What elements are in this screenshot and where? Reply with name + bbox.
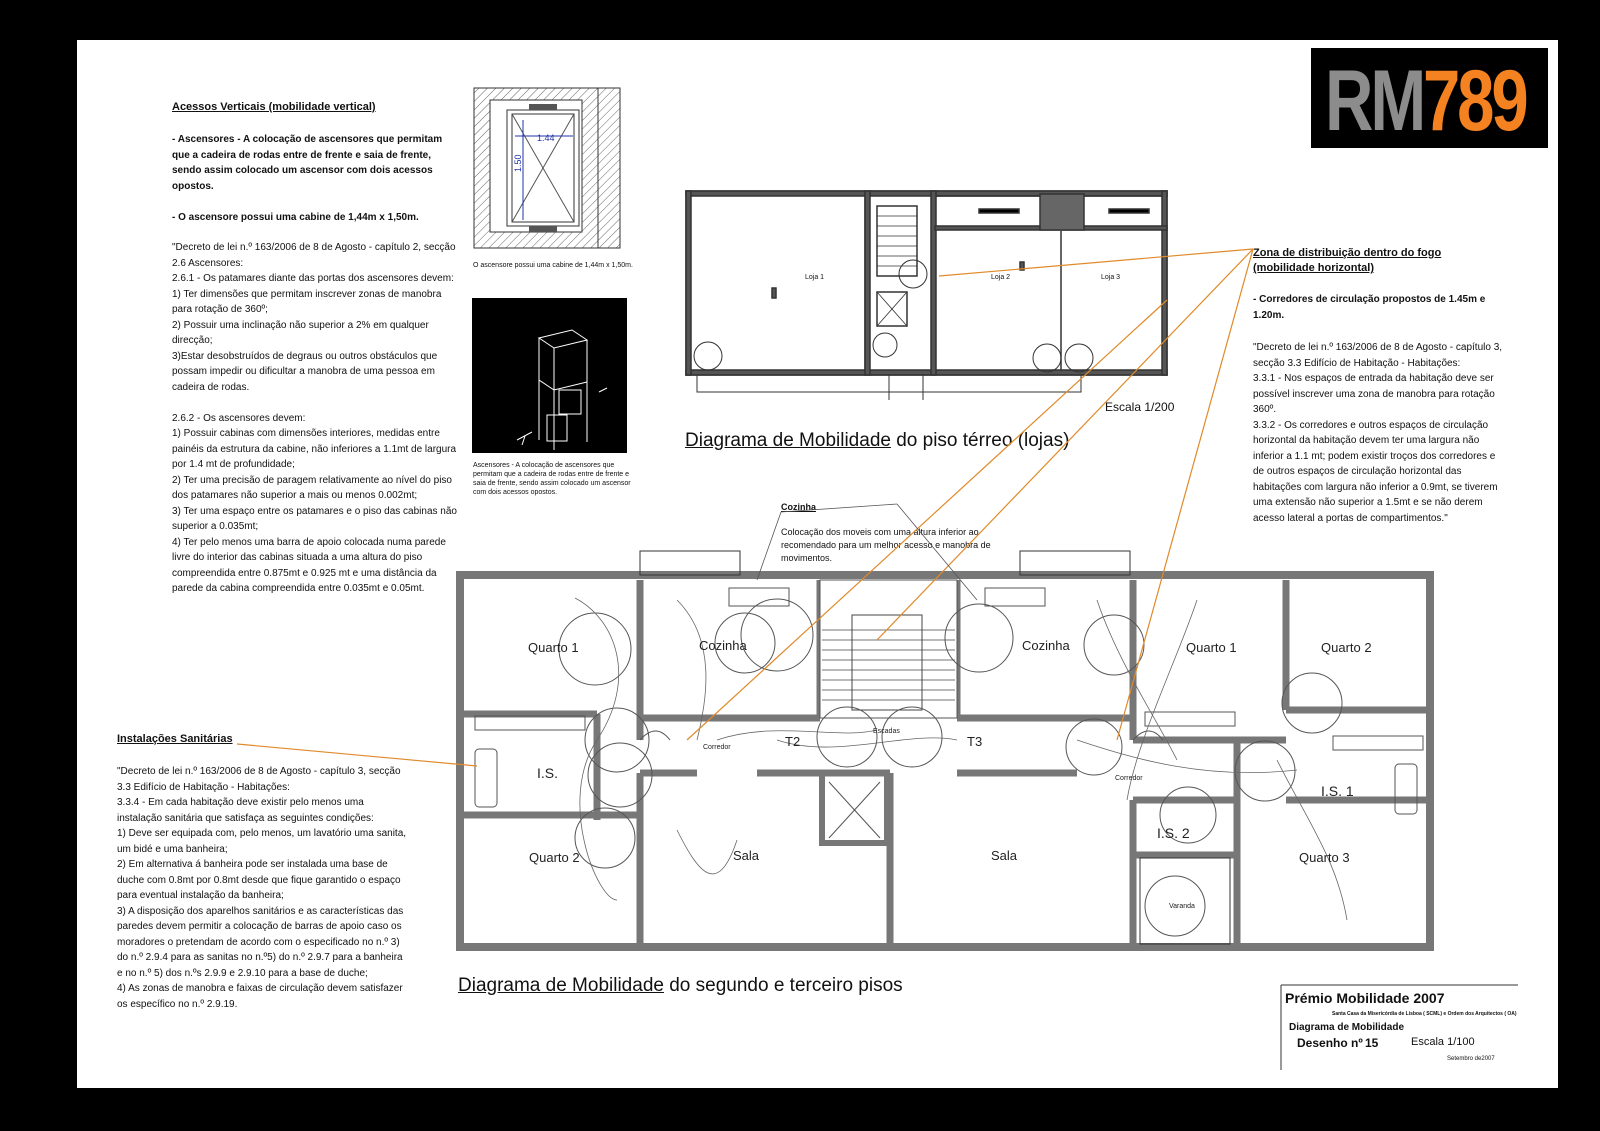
upper-floor-plan (456, 550, 1434, 951)
title-block-frame (1280, 984, 1518, 1070)
vertical-access-decree: "Decreto de lei n.º 163/2006 de 8 de Ago… (172, 242, 457, 594)
elevator-3d-sketch (516, 329, 608, 450)
label-sala-left: Sala (733, 848, 760, 863)
label-is1: I.S. 1 (1321, 783, 1354, 799)
logo: RM 789 (1311, 48, 1548, 149)
organizers: Santa Casa da Misericórdia de Lisboa ( S… (1332, 1011, 1517, 1017)
label-sala-right: Sala (991, 848, 1018, 863)
sanitary-heading: Instalações Sanitárias (117, 733, 233, 745)
label-quarto1-right: Quarto 1 (1186, 640, 1237, 655)
logo-text-orange: 789 (1423, 53, 1529, 149)
horizontal-zone-heading: Zona de distribuição dentro do fogo (mob… (1253, 247, 1442, 274)
label-corredor-right: Corredor (1115, 775, 1143, 782)
label-corredor-left: Corredor (703, 744, 731, 751)
drawings-canvas: 1.44 1.50 (236, 87, 1518, 1070)
vertical-access-intro: - Ascensores - A colocação de ascensores… (172, 134, 443, 223)
label-is-left: I.S. (537, 765, 558, 781)
upper-floor-title-underlined: Diagrama de Mobilidade (458, 975, 664, 996)
label-quarto3: Quarto 3 (1299, 850, 1350, 865)
vertical-access-heading: Acessos Verticais (mobilidade vertical) (172, 101, 376, 113)
label-cozinha-right: Cozinha (1022, 638, 1070, 653)
label-t2: T2 (785, 734, 800, 749)
label-is2: I.S. 2 (1157, 825, 1190, 841)
label-escadas: Escadas (873, 728, 900, 735)
label-quarto2-right: Quarto 2 (1321, 640, 1372, 655)
kitchen-note-heading: Cozinha (781, 502, 816, 512)
leader-lines (236, 248, 1254, 767)
label-quarto2-left: Quarto 2 (529, 850, 580, 865)
drawing-name: Diagrama de Mobilidade (1289, 1022, 1405, 1033)
room-label-loja-3: Loja 3 (1101, 274, 1121, 281)
ground-floor-title-underlined: Diagrama de Mobilidade (685, 430, 891, 451)
room-label-loja-1: Loja 1 (805, 274, 825, 281)
upper-floor-title-rest: do segundo e terceiro pisos (663, 975, 903, 996)
label-quarto1-left: Quarto 1 (528, 640, 579, 655)
award-title: Prémio Mobilidade 2007 (1285, 990, 1445, 1006)
title-block-date: Setembro de2007 (1447, 1056, 1495, 1062)
drawing-sheet: Acessos Verticais (mobilidade vertical) … (77, 40, 1558, 1088)
ground-floor-title-rest: do piso térreo (lojas) (890, 430, 1070, 451)
elevator-plan (473, 87, 621, 249)
label-cozinha-left: Cozinha (699, 638, 747, 653)
horizontal-zone-intro: - Corredores de circulação propostos de … (1253, 294, 1486, 321)
kitchen-leader-lines (756, 503, 978, 601)
drawing-label: Desenho nº (1297, 1036, 1363, 1050)
logo-text-grey: RM (1325, 53, 1426, 149)
label-varanda: Varanda (1169, 903, 1195, 910)
horizontal-zone-decree: "Decreto de lei n.º 163/2006 de 8 de Ago… (1253, 342, 1503, 524)
ground-floor-scale: Escala 1/200 (1105, 400, 1175, 414)
ground-floor-title: Diagrama de Mobilidade do piso térreo (l… (685, 430, 1069, 452)
ground-floor-plan (685, 190, 1168, 400)
sanitary-decree: "Decreto de lei n.º 163/2006 de 8 de Ago… (117, 766, 407, 1010)
kitchen-note-text: Colocação dos moveis com uma altura infe… (781, 527, 991, 563)
upper-floor-labels: Quarto 1 Cozinha I.S. Quarto 2 Sala T2 C… (528, 638, 1372, 910)
elevator-dim-width: 1.44 (537, 133, 555, 143)
elevator-dim-depth: 1.50 (513, 154, 523, 172)
label-t3: T3 (967, 734, 982, 749)
elevator-3d-view (472, 298, 627, 453)
room-label-loja-2: Loja 2 (991, 274, 1011, 281)
elevator-3d-caption: Ascensores - A colocação de ascensores q… (473, 462, 631, 496)
drawing-number: 15 (1365, 1036, 1379, 1050)
title-block-scale: Escala 1/100 (1411, 1036, 1475, 1048)
upper-floor-title: Diagrama de Mobilidade do segundo e terc… (458, 975, 903, 997)
elevator-plan-caption: O ascensore possui uma cabine de 1,44m x… (473, 262, 633, 269)
